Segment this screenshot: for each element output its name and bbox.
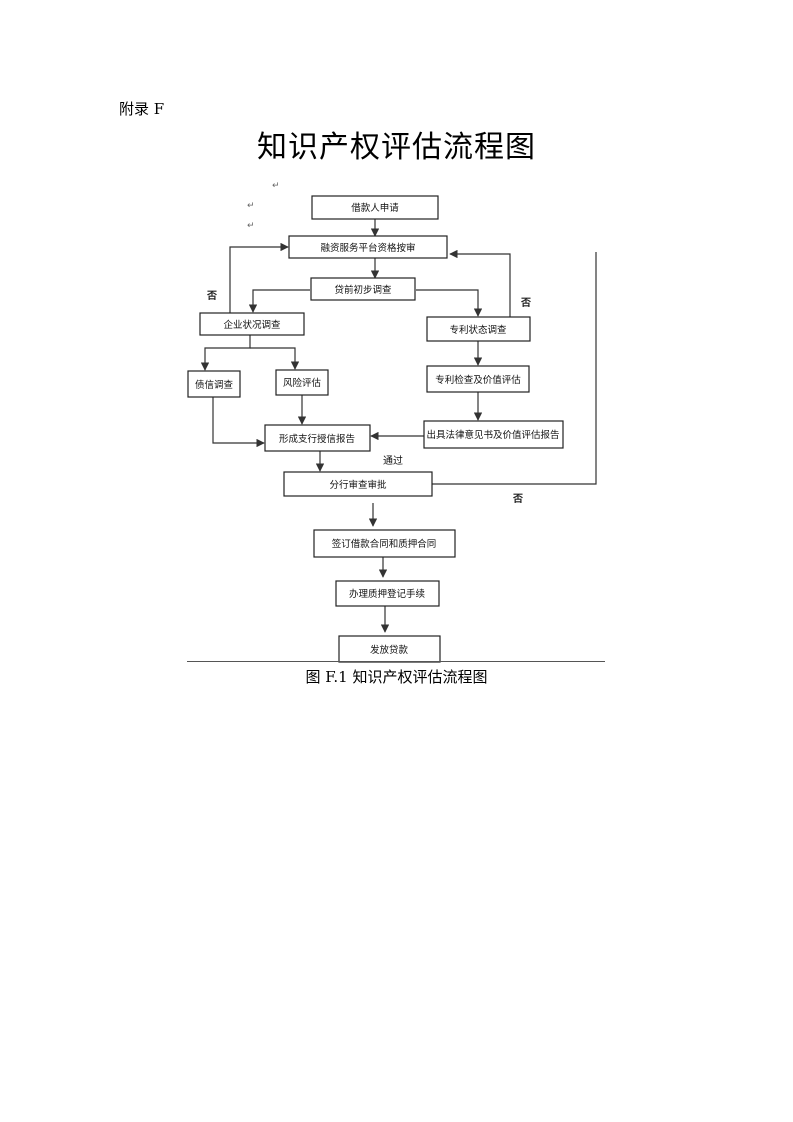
edge-label-pass: 通过	[383, 454, 403, 467]
node-risk: 风险评估	[275, 369, 329, 396]
node-patent-status: 专利状态调查	[426, 316, 531, 342]
node-report: 形成支行授信报告	[264, 424, 371, 452]
stray-mark-3: ↵	[247, 221, 255, 231]
node-label: 企业状况调查	[223, 319, 281, 331]
node-prelim: 贷前初步调查	[310, 277, 416, 301]
page-title: 知识产权评估流程图	[257, 130, 536, 165]
node-label: 贷前初步调查	[334, 284, 392, 296]
node-label: 出具法律意见书及价值评估报告	[426, 429, 559, 441]
edge-branch-no	[432, 252, 597, 485]
node-qualify: 融资服务平台资格按审	[288, 235, 448, 259]
node-debt: 债信调查	[187, 370, 241, 398]
figure-divider	[187, 661, 605, 662]
edge-prelim-patent	[416, 289, 483, 317]
edge-label-no-right: 否	[520, 297, 531, 309]
node-branch: 分行审查审批	[283, 471, 433, 497]
node-enterprise: 企业状况调查	[199, 312, 305, 336]
node-label: 借款人申请	[351, 202, 399, 214]
appendix-label: 附录 F	[119, 100, 165, 118]
node-label: 债信调查	[195, 379, 234, 391]
node-label: 签订借款合同和质押合同	[332, 538, 437, 550]
node-label: 分行审查审批	[329, 479, 387, 491]
node-label: 专利状态调查	[449, 324, 507, 336]
edge-label-no-left: 否	[206, 290, 217, 302]
edge-debt-report	[212, 397, 265, 448]
node-contract: 签订借款合同和质押合同	[313, 529, 456, 558]
node-legal: 出具法律意见书及价值评估报告	[423, 420, 564, 449]
figure-caption: 图 F.1 知识产权评估流程图	[305, 668, 488, 686]
node-label: 融资服务平台资格按审	[320, 242, 415, 254]
edge-enterprise-debt	[200, 335, 251, 371]
node-pledge: 办理质押登记手续	[335, 580, 440, 607]
node-patent-eval: 专利检查及价值评估	[426, 365, 530, 393]
node-label: 风险评估	[283, 377, 322, 389]
edge-enterprise-risk	[250, 347, 300, 370]
node-apply: 借款人申请	[311, 195, 439, 220]
node-label: 专利检查及价值评估	[435, 374, 521, 386]
edge-label-no-bottom: 否	[512, 493, 523, 505]
edge-prelim-enterprise	[248, 289, 310, 313]
node-loan: 发放贷款	[338, 635, 441, 663]
edge-enterprise-no	[229, 242, 289, 313]
flowchart-connectors	[200, 219, 597, 633]
node-label: 发放贷款	[370, 644, 409, 656]
edge-patent-no	[449, 249, 511, 317]
stray-mark-1: ↵	[272, 181, 280, 191]
stray-mark-2: ↵	[247, 201, 255, 211]
node-label: 办理质押登记手续	[349, 588, 426, 600]
node-label: 形成支行授信报告	[279, 433, 355, 445]
